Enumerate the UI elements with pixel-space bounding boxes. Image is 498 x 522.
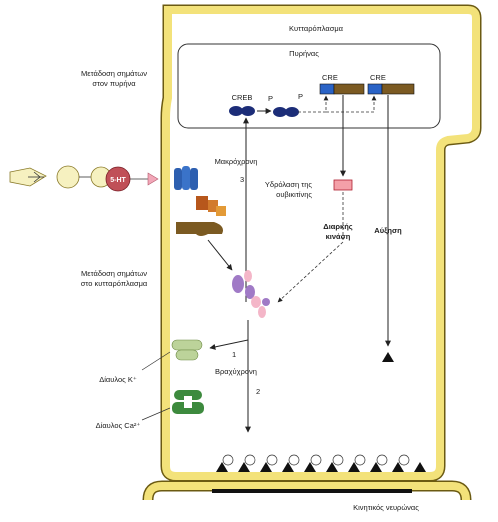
ca-channel bbox=[172, 390, 204, 414]
ubiquitin-hydrolase bbox=[333, 179, 353, 191]
nucleus-label: Πυρήνας bbox=[289, 49, 319, 58]
phospho-creb bbox=[273, 107, 299, 117]
k-channel-pointer bbox=[141, 351, 171, 371]
cytoplasm-signaling-label-2: στο κυτταρόπλασμα bbox=[81, 279, 148, 288]
growth-label: Αύξηση bbox=[374, 226, 402, 235]
facilitatory-interneuron bbox=[9, 165, 112, 189]
creb-to-cre2-arrow bbox=[326, 95, 377, 113]
step-1-label: 1 bbox=[232, 350, 236, 359]
nuclear-signaling-label-1: Μετάδοση σημάτων bbox=[81, 69, 147, 78]
cre-gene-2 bbox=[367, 83, 415, 95]
serotonin-arrowhead bbox=[147, 172, 159, 186]
nuclear-signaling-label-2: στον πυρήνα bbox=[92, 79, 136, 88]
cytoplasm-label: Κυτταρόπλασμα bbox=[289, 24, 344, 33]
cytoplasm-signaling-label-1: Μετάδοση σημάτων bbox=[81, 269, 147, 278]
pka-to-kinase-arrow bbox=[207, 239, 233, 271]
ubiquitin-label-2: ουβικιτίνης bbox=[276, 190, 312, 199]
serotonin-receptor bbox=[174, 166, 198, 190]
persistent-kinase-arrow bbox=[277, 192, 344, 303]
cre-label-1: CRE bbox=[322, 73, 338, 82]
protein-kinase-a bbox=[176, 222, 223, 236]
long-term-label: Μακρόχρονη bbox=[215, 157, 258, 166]
phospho-label-1: P bbox=[268, 94, 273, 103]
persistent-kinase-label-1: Διαρκής bbox=[323, 222, 352, 231]
postsynaptic-density bbox=[212, 489, 412, 493]
creb-protein bbox=[229, 106, 255, 116]
k-channel bbox=[171, 339, 203, 361]
cre-label-2: CRE bbox=[370, 73, 386, 82]
short-term-label: Βραχύχρονη bbox=[215, 367, 257, 376]
step-2-label: 2 bbox=[256, 387, 260, 396]
ubiquitin-label-1: Υδρόλαση της bbox=[265, 180, 312, 189]
release-vesicles bbox=[216, 454, 426, 472]
kinase-complex bbox=[232, 270, 270, 318]
k-channel-label: Δίαυλος K⁺ bbox=[99, 375, 137, 384]
creb-label: CREB bbox=[232, 93, 253, 102]
g-protein-complex bbox=[196, 196, 226, 216]
ca-channel-pointer bbox=[141, 407, 171, 421]
nucleus bbox=[177, 43, 441, 129]
ca-channel-label: Δίαυλος Ca²⁺ bbox=[96, 421, 141, 430]
growth-marker bbox=[382, 352, 394, 362]
cre-gene-1 bbox=[319, 83, 365, 95]
motor-neuron-label: Κινητικός νευρώνας bbox=[353, 503, 419, 512]
phospho-label-2: P bbox=[298, 92, 303, 101]
serotonin-label: 5-HT bbox=[110, 177, 126, 184]
persistent-kinase-label-2: κινάση bbox=[326, 232, 351, 241]
step-3-label: 3 bbox=[240, 175, 244, 184]
